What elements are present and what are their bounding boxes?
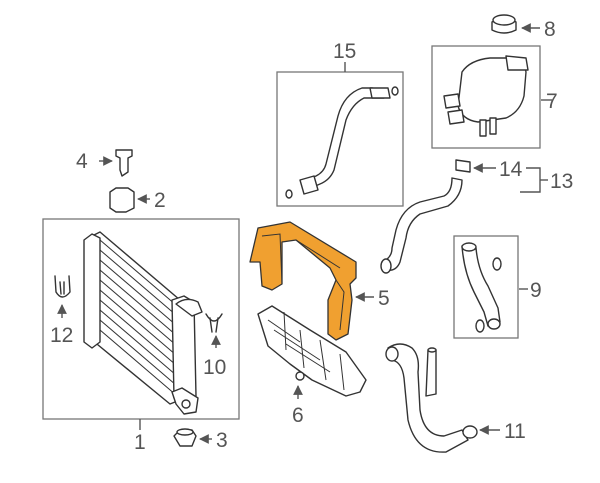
shroud-5-edges [261,233,345,331]
hose-9-oring-top [492,257,502,271]
hose-9-shape [461,245,501,327]
radiator-left-tank [83,233,101,349]
hose-9-box [453,235,519,339]
callout-9: 9 [530,279,542,302]
callout-14: 14 [499,158,523,181]
cap-8-group: 8 [491,14,556,41]
tank-7-box [431,45,541,149]
tank-7-group: 7 [431,45,558,149]
grommet-2-group: 2 [109,187,166,213]
callout-1: 1 [134,431,146,454]
hose-9-end-bottom [487,318,501,330]
hose-11-branch [425,349,437,397]
hose-15-group: 15 [276,40,404,207]
grommet-2-shape [109,187,135,213]
callout-2: 2 [154,189,166,212]
bolt-4-shape [115,149,133,177]
tank-7-shape [457,57,527,123]
hose-15-box [276,71,404,207]
radiator-outlet [175,298,203,317]
callout-3: 3 [216,429,228,452]
tank-7-neck [505,55,529,71]
radiator-group: 1 [42,218,240,454]
bushing-3-group: 3 [173,428,228,452]
bushing-3-top [176,428,194,436]
callout-12: 12 [50,324,73,347]
hose-9-oring-bottom [475,319,485,333]
radiator-box [42,218,240,420]
lower-shroud-6-ribs [267,311,345,391]
callout-4: 4 [76,150,88,173]
hose-13-shape [381,177,463,272]
tank-7-outlets [443,93,497,137]
hose-11-branch-end [427,347,437,353]
radiator-mount-hole [181,399,191,409]
hose-15-shape [301,87,385,191]
callout-5: 5 [378,287,390,310]
hose-15-oring-bottom [285,189,293,199]
hose-13-group: 14 13 [380,158,573,274]
callout-8: 8 [544,18,556,41]
callout-7: 7 [546,90,558,113]
shroud-5-group: 5 [249,221,390,341]
bolt-4-group: 4 [76,149,133,177]
hose-11-shape [387,343,469,453]
hose-15-oring-top [391,86,399,96]
hose-11-group: 11 [385,343,526,453]
callout-6: 6 [292,404,304,427]
leader-13-bracket [520,167,541,193]
callout-13: 13 [550,170,573,193]
hose-9-group: 9 [453,235,542,339]
radiator-core [91,231,181,405]
lower-shroud-6-group: 6 [257,305,367,427]
hose-15-fitting-bottom [299,175,319,195]
radiator-fins [99,239,177,396]
callout-11: 11 [504,420,526,443]
hose-11-end-right [462,425,478,439]
hose-13-end [380,258,392,274]
shroud-5-highlighted-part [249,221,357,341]
hose-9-end-top [461,242,477,252]
callout-15: 15 [333,40,356,63]
lower-shroud-6-hole [295,371,305,381]
clip-12-group: 12 [50,275,73,347]
clamp-14-shape [455,159,471,173]
hose-11-end-left [385,346,399,362]
clip-10-shape [205,313,223,333]
hose-15-fitting-top [369,87,391,99]
callout-10: 10 [203,356,226,379]
clip-12-shape [54,275,71,298]
clip-10-group: 10 [203,313,226,379]
cap-8-top [492,14,516,26]
